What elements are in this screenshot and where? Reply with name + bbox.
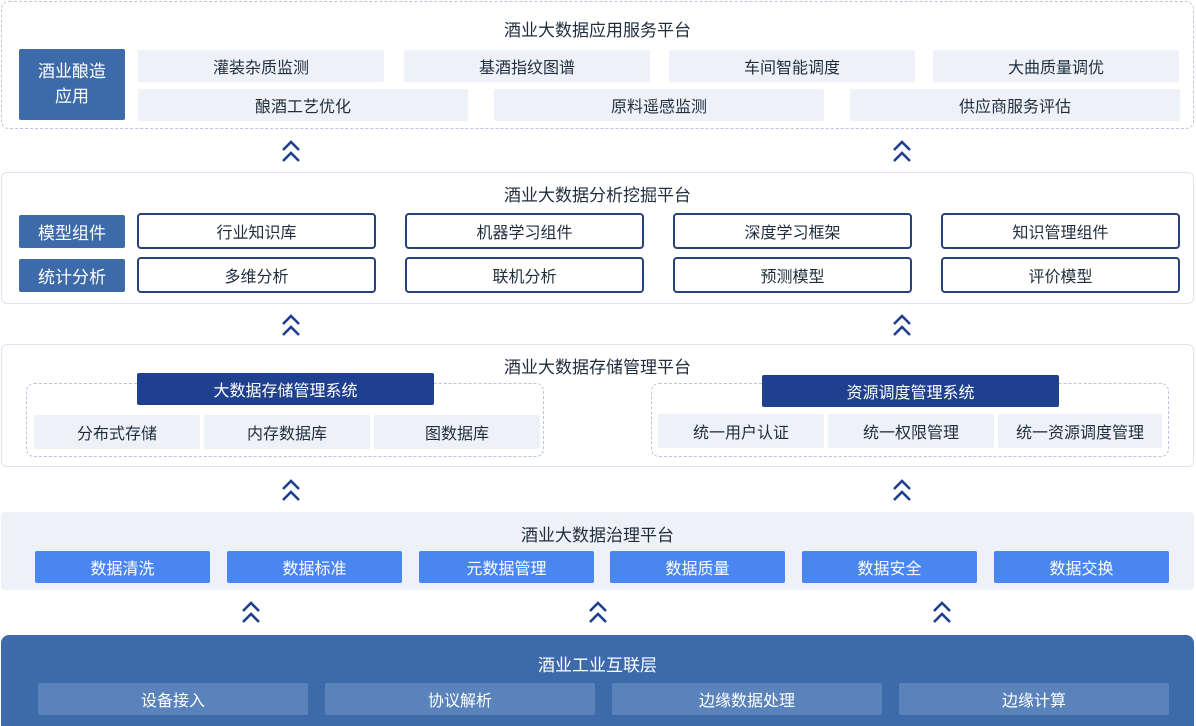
storage-item: 图数据库 (374, 415, 540, 449)
up-chevron-icon (893, 479, 911, 501)
analysis-layer: 酒业大数据分析挖掘平台 模型组件 行业知识库 机器学习组件 深度学习框架 知识管… (1, 172, 1194, 304)
analysis-item: 行业知识库 (137, 213, 376, 249)
analysis-item: 深度学习框架 (673, 213, 912, 249)
governance-item: 数据安全 (802, 551, 977, 583)
iot-item: 边缘数据处理 (612, 683, 882, 715)
analysis-layer-title: 酒业大数据分析挖掘平台 (504, 186, 691, 206)
governance-item: 数据标准 (227, 551, 402, 583)
governance-layer: 酒业大数据治理平台 数据清洗 数据标准 元数据管理 数据质量 数据安全 数据交换 (1, 512, 1194, 590)
storage-item: 内存数据库 (204, 415, 370, 449)
app-item: 酿酒工艺优化 (138, 89, 468, 121)
analysis-item: 预测模型 (673, 257, 912, 293)
up-chevron-icon (933, 601, 951, 623)
app-item: 大曲质量调优 (933, 50, 1179, 82)
analysis-item: 联机分析 (405, 257, 644, 293)
brewing-application-tag: 酒业酿造 应用 (19, 49, 125, 120)
up-chevron-icon (893, 140, 911, 162)
governance-item: 数据清洗 (35, 551, 210, 583)
storage-item: 分布式存储 (34, 415, 200, 449)
governance-item: 数据交换 (994, 551, 1169, 583)
analysis-item: 知识管理组件 (941, 213, 1180, 249)
app-item: 车间智能调度 (669, 50, 915, 82)
application-layer: 酒业大数据应用服务平台 酒业酿造 应用 灌装杂质监测 基酒指纹图谱 车间智能调度… (1, 1, 1194, 129)
storage-system-header: 大数据存储管理系统 (137, 373, 434, 405)
storage-layer: 酒业大数据存储管理平台 大数据存储管理系统 分布式存储 内存数据库 图数据库 资… (1, 344, 1194, 467)
storage-layer-title: 酒业大数据存储管理平台 (504, 358, 691, 378)
iot-layer-title: 酒业工业互联层 (538, 656, 657, 676)
app-item: 原料遥感监测 (494, 89, 824, 121)
up-chevron-icon (589, 601, 607, 623)
analysis-item: 多维分析 (137, 257, 376, 293)
analysis-item: 评价模型 (941, 257, 1180, 293)
governance-layer-title: 酒业大数据治理平台 (521, 526, 674, 546)
resource-item: 统一用户认证 (658, 414, 824, 448)
analysis-item: 机器学习组件 (405, 213, 644, 249)
up-chevron-icon (242, 601, 260, 623)
app-item: 供应商服务评估 (850, 89, 1180, 121)
app-item: 基酒指纹图谱 (404, 50, 650, 82)
iot-item: 设备接入 (38, 683, 308, 715)
governance-item: 元数据管理 (419, 551, 594, 583)
statistical-analysis-tag: 统计分析 (19, 259, 125, 292)
up-chevron-icon (893, 314, 911, 336)
governance-item: 数据质量 (610, 551, 785, 583)
app-item: 灌装杂质监测 (138, 50, 384, 82)
resource-system-header: 资源调度管理系统 (762, 375, 1059, 407)
up-chevron-icon (282, 140, 300, 162)
resource-item: 统一资源调度管理 (998, 414, 1162, 448)
iot-item: 协议解析 (325, 683, 595, 715)
model-components-tag: 模型组件 (19, 215, 125, 248)
iot-layer: 酒业工业互联层 设备接入 协议解析 边缘数据处理 边缘计算 (1, 635, 1194, 726)
application-layer-title: 酒业大数据应用服务平台 (504, 21, 691, 41)
resource-item: 统一权限管理 (828, 414, 994, 448)
up-chevron-icon (282, 314, 300, 336)
iot-item: 边缘计算 (899, 683, 1169, 715)
up-chevron-icon (282, 479, 300, 501)
